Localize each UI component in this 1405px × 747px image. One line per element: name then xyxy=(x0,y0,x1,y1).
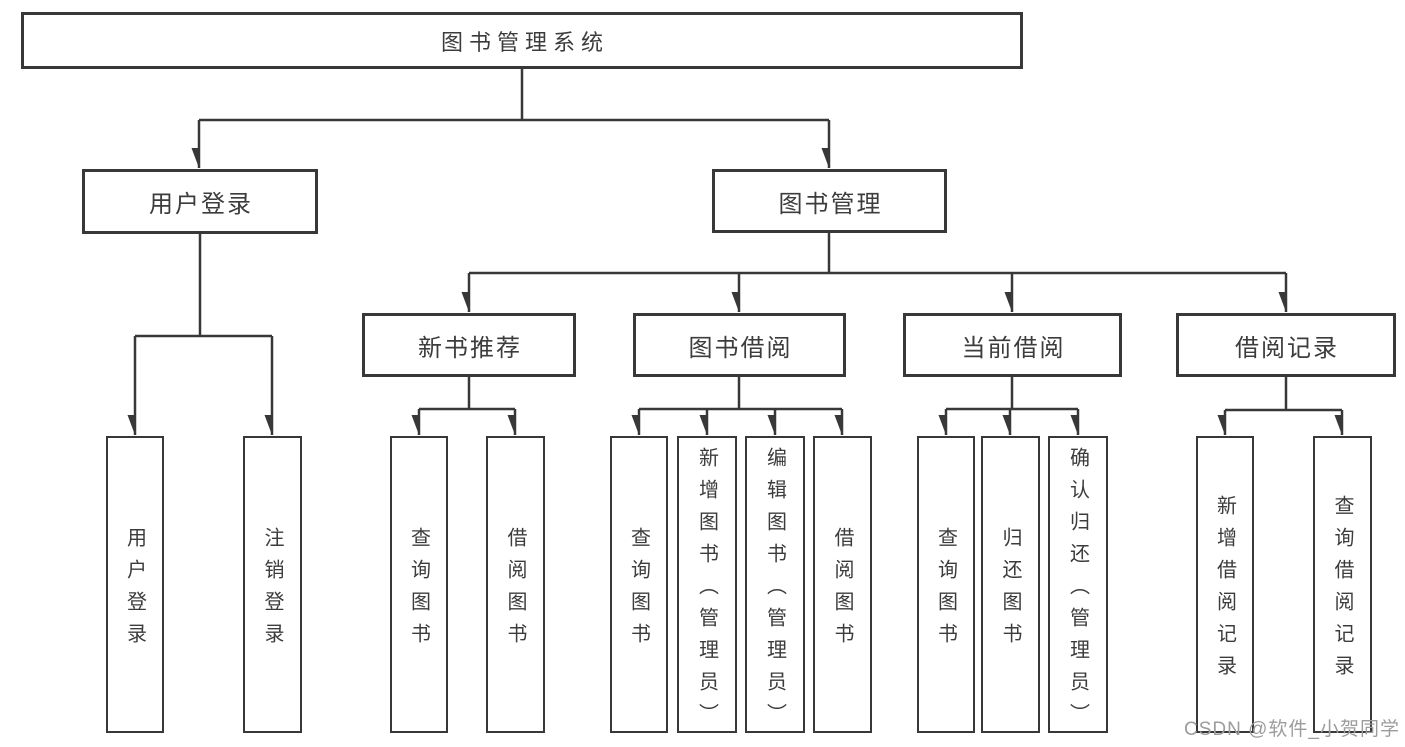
connector-trunks xyxy=(135,69,1342,412)
node-new-book-recommend: 新书推荐 xyxy=(362,313,576,377)
leaf-label: 归还图书 xyxy=(999,526,1021,655)
leaf-label: 新增借阅记录 xyxy=(1213,494,1236,687)
leaf-label: 查询图书 xyxy=(934,526,957,655)
node-user-login: 用户登录 xyxy=(82,169,318,234)
csdn-watermark: CSDN @软件_小贺同学 xyxy=(1184,719,1400,740)
leaf-query-books-borrow: 查询图书 xyxy=(610,436,668,733)
leaf-label: 编辑图书（管理员） xyxy=(763,446,786,735)
node-book-borrow: 图书借阅 xyxy=(633,313,846,377)
node-borrow-records: 借阅记录 xyxy=(1176,313,1396,377)
node-label: 图书管理系统 xyxy=(440,29,609,55)
node-label: 当前借阅 xyxy=(961,334,1066,362)
leaf-confirm-return-admin: 确认归还（管理员） xyxy=(1048,436,1108,735)
node-system-root: 图书管理系统 xyxy=(21,12,1023,69)
leaf-query-books-recommend: 查询图书 xyxy=(390,436,448,733)
node-label: 借阅记录 xyxy=(1235,334,1339,362)
connector-arrows xyxy=(135,120,1344,435)
node-label: 用户登录 xyxy=(149,191,253,218)
leaf-edit-books-admin: 编辑图书（管理员） xyxy=(745,436,805,735)
node-label: 图书管理 xyxy=(778,190,883,218)
node-book-management: 图书管理 xyxy=(712,169,947,233)
leaf-logout: 注销登录 xyxy=(243,436,302,733)
leaf-label: 查询图书 xyxy=(407,526,430,655)
leaf-user-login: 用户登录 xyxy=(106,436,164,733)
leaf-label: 新增图书（管理员） xyxy=(695,446,718,735)
leaf-add-books-admin: 新增图书（管理员） xyxy=(677,436,737,735)
node-label: 图书借阅 xyxy=(688,334,793,362)
node-current-borrow: 当前借阅 xyxy=(903,313,1122,377)
leaf-borrow-books-recommend: 借阅图书 xyxy=(486,436,545,733)
leaf-label: 借阅图书 xyxy=(831,526,853,655)
leaf-label: 注销登录 xyxy=(261,526,283,655)
leaf-add-borrow-record: 新增借阅记录 xyxy=(1196,436,1254,733)
leaf-label: 借阅图书 xyxy=(504,526,526,655)
leaf-label: 用户登录 xyxy=(123,526,146,655)
leaf-query-borrow-record: 查询借阅记录 xyxy=(1313,436,1372,733)
leaf-label: 确认归还（管理员） xyxy=(1066,446,1089,735)
leaf-label: 查询借阅记录 xyxy=(1331,494,1353,687)
leaf-query-books-current: 查询图书 xyxy=(917,436,975,733)
leaf-return-books: 归还图书 xyxy=(981,436,1040,733)
leaf-borrow-books: 借阅图书 xyxy=(813,436,872,733)
leaf-label: 查询图书 xyxy=(627,526,650,655)
node-label: 新书推荐 xyxy=(418,334,522,362)
